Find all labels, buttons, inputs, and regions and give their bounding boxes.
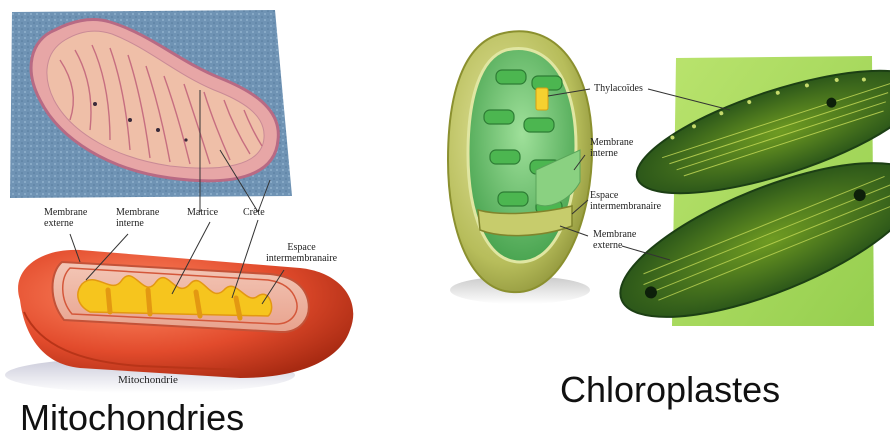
label-espace-intermembranaire: Espace intermembranaire: [266, 242, 337, 264]
label-chloro-membrane-interne: Membrane interne: [590, 137, 633, 159]
label-membrane-externe: Membrane externe: [44, 207, 87, 229]
chloro-3d-model: [448, 31, 592, 304]
label-mitochondrie: Mitochondrie: [118, 375, 178, 386]
label-matrice: Matrice: [187, 207, 218, 218]
label-thylacoides: Thylacoïdes: [594, 83, 643, 94]
chloroplast-panel: Thylacoïdes Membrane interne Espace inte…: [440, 0, 890, 442]
mito-micrograph: [10, 10, 292, 198]
label-chloro-espace: Espace intermembranaire: [590, 190, 661, 212]
caption-chloroplastes: Chloroplastes: [560, 370, 780, 410]
label-membrane-interne: Membrane interne: [116, 207, 159, 229]
label-chloro-membrane-externe: Membrane externe: [593, 229, 636, 251]
mitochondria-panel: Membrane externe Membrane interne Matric…: [0, 0, 440, 442]
caption-mitochondries: Mitochondries: [20, 398, 244, 438]
label-crete: Crête: [243, 207, 265, 218]
mito-3d-model: [5, 250, 353, 393]
